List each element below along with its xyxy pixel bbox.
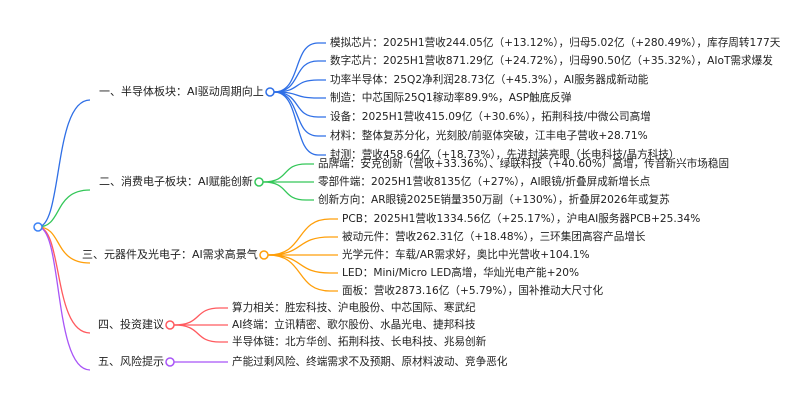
leaf-connector	[267, 236, 338, 256]
leaf-connector	[262, 181, 314, 201]
section-node[interactable]: 二、消费电子板块：AI赋能创新	[99, 175, 253, 188]
leaf-connector	[267, 254, 338, 292]
section-node[interactable]: 五、风险提示	[98, 355, 164, 368]
leaf-node[interactable]: 光学元件：车载/AR需求好，奥比中光营收+104.1%	[342, 249, 590, 261]
root-node[interactable]	[33, 222, 43, 232]
leaf-node[interactable]: 制造：中芯国际25Q1稼动率89.9%，ASP触底反弹	[330, 92, 572, 104]
branch-connector	[37, 99, 91, 228]
leaf-node[interactable]: 创新方向：AR眼镜2025E销量350万副（+130%），折叠屏2026年或复苏	[318, 194, 670, 206]
leaf-node[interactable]: 半导体链：北方华创、拓荆科技、长电科技、兆易创新	[232, 336, 487, 348]
leaf-connector	[273, 91, 326, 99]
leaf-node[interactable]: 设备：2025H1营收415.09亿（+30.6%），拓荆科技/中微公司高增	[330, 111, 651, 123]
section-node[interactable]: 三、元器件及光电子：AI需求高景气	[82, 248, 258, 261]
leaf-node[interactable]: 面板：营收2873.16亿（+5.79%），国补推动大尺寸化	[342, 285, 604, 297]
leaf-node[interactable]: 品牌端：安克创新（营收+33.36%）、绿联科技（+40.60%）高增，传音新兴…	[318, 158, 730, 170]
leaf-node[interactable]: 数字芯片：2025H1营收871.29亿（+24.72%），归母90.50亿（+…	[330, 55, 773, 67]
collapse-toggle[interactable]	[165, 357, 175, 367]
leaf-connector	[273, 60, 326, 93]
branch-connector	[37, 189, 91, 228]
leaf-connector	[173, 324, 228, 343]
leaf-node[interactable]: 功率半导体：25Q2净利润28.73亿（+45.3%），AI服务器成新动能	[330, 74, 649, 86]
section-node[interactable]: 一、半导体板块：AI驱动周期向上	[99, 85, 264, 98]
leaf-node[interactable]: PCB：2025H1营收1334.56亿（+25.17%），沪电AI服务器PCB…	[342, 213, 701, 225]
leaf-node[interactable]: 被动元件：营收262.31亿（+18.48%），三环集团高容产品增长	[342, 231, 646, 243]
leaf-connector	[267, 218, 338, 256]
section-node[interactable]: 四、投资建议	[98, 318, 164, 331]
leaf-connector	[173, 307, 228, 326]
collapse-toggle[interactable]	[165, 320, 175, 330]
leaf-node[interactable]: 零部件端：2025H1营收8135亿（+27%），AI眼镜/折叠屏成新增长点	[318, 176, 651, 188]
leaf-connector	[273, 91, 326, 156]
collapse-toggle[interactable]	[254, 177, 264, 187]
leaf-connector	[262, 163, 314, 183]
leaf-node[interactable]: 封测：营收458.64亿（+18.73%），先进封装亮眼（长电科技/晶方科技）	[330, 149, 680, 161]
leaf-node[interactable]: 产能过剩风险、终端需求不及预期、原材料波动、竞争恶化	[232, 356, 508, 368]
leaf-node[interactable]: 算力相关：胜宏科技、沪电股份、中芯国际、寒武纪	[232, 302, 476, 314]
leaf-node[interactable]: 材料：整体复苏分化，光刻胶/前驱体突破，江丰电子营收+28.71%	[330, 130, 648, 142]
branch-connector	[37, 226, 91, 371]
leaf-connector	[273, 42, 326, 93]
leaf-node[interactable]: LED：Mini/Micro LED高增，华灿光电产能+20%	[342, 267, 580, 279]
branch-connector	[37, 226, 91, 334]
leaf-node[interactable]: AI终端：立讯精密、歌尔股份、水晶光电、捷邦科技	[232, 319, 476, 331]
collapse-toggle[interactable]	[259, 250, 269, 260]
collapse-toggle[interactable]	[265, 87, 275, 97]
leaf-connector	[267, 254, 338, 274]
branch-connector	[37, 226, 91, 264]
leaf-connector	[273, 79, 326, 93]
leaf-node[interactable]: 模拟芯片：2025H1营收244.05亿（+13.12%），归母5.02亿（+2…	[330, 37, 781, 49]
